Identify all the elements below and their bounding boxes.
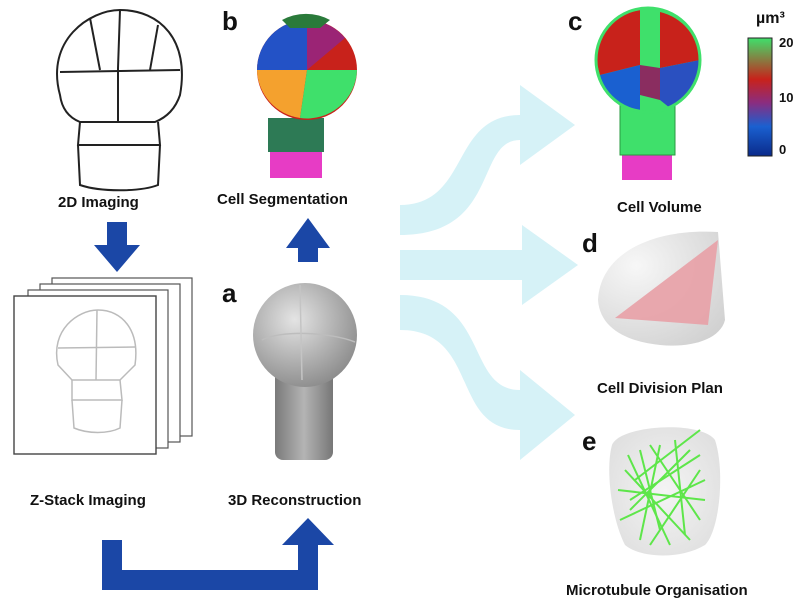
volume-embryo xyxy=(594,6,702,180)
arrow-down-icon xyxy=(94,222,140,272)
panel-letter-e: e xyxy=(582,426,597,456)
caption-cell-division-plan: Cell Division Plan xyxy=(597,380,723,397)
embryo-2d-drawing xyxy=(56,8,183,192)
colorbar-tick-10: 10 xyxy=(779,90,794,105)
caption-microtubule: Microtubule Organisation xyxy=(566,582,748,599)
colorbar-unit: µm³ xyxy=(756,10,785,27)
caption-cell-segmentation: Cell Segmentation xyxy=(217,191,348,208)
division-wedge xyxy=(598,231,725,346)
flow-arrow-to-volume xyxy=(400,85,575,235)
arrow-bottom-route xyxy=(102,518,334,590)
caption-2d-imaging: 2D Imaging xyxy=(58,194,139,211)
panel-letter-b: b xyxy=(222,6,238,36)
colorbar xyxy=(747,37,773,157)
microtubule-lines xyxy=(617,429,706,546)
flow-arrows xyxy=(400,85,578,460)
arrow-up-icon xyxy=(286,218,330,262)
segmented-embryo xyxy=(257,13,357,178)
panel-letter-a: a xyxy=(222,278,237,308)
flow-arrow-to-microtubule xyxy=(400,295,575,460)
colorbar-tick-20: 20 xyxy=(779,35,794,50)
caption-z-stack: Z-Stack Imaging xyxy=(30,492,146,509)
flow-arrow-to-division xyxy=(400,225,578,305)
z-stack-images xyxy=(13,277,193,455)
colorbar-tick-0: 0 xyxy=(779,142,787,157)
caption-cell-volume: Cell Volume xyxy=(617,199,702,216)
panel-letter-d: d xyxy=(582,228,598,258)
microtubule-cell xyxy=(609,427,721,556)
caption-3d-reconstruction: 3D Reconstruction xyxy=(228,492,362,509)
panel-letter-c: c xyxy=(568,6,583,36)
gray-3d-model xyxy=(253,283,357,460)
